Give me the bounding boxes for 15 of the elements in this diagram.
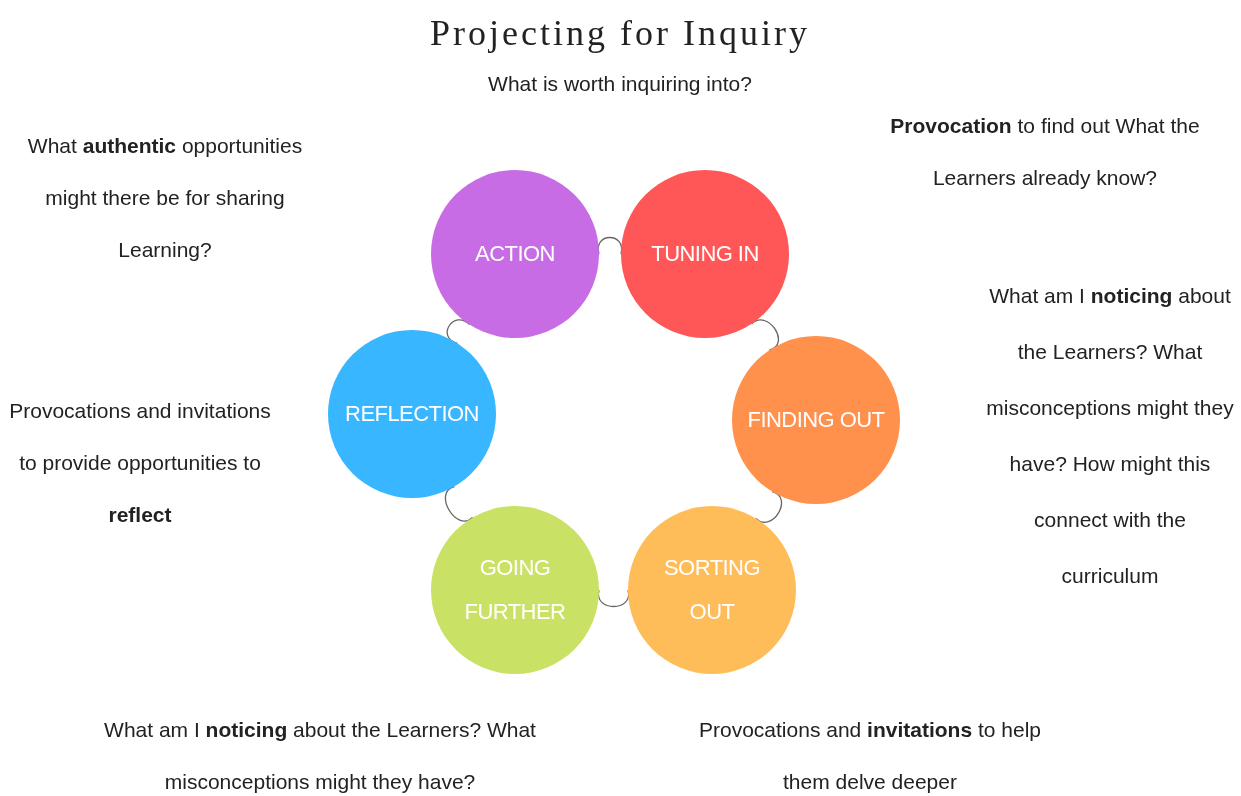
stage-label: ACTION	[475, 240, 555, 268]
stage-label: FINDING OUT	[747, 406, 885, 434]
title: Projecting for Inquiry	[429, 12, 811, 55]
prompt-text: Provocations and invitations to help them delve deeper	[698, 717, 1042, 795]
subtitle: What is worth inquiring into?	[487, 71, 753, 97]
stage-label: REFLECTION	[345, 400, 479, 428]
stage-label: SORTING OUT	[663, 554, 761, 626]
connector-line	[597, 589, 630, 608]
prompt-text: What am I noticing about the Learners? What misconceptions might they have?	[103, 717, 537, 795]
prompt-text: Provocation to find out What the Learners already know?	[889, 113, 1201, 191]
stage-label: TUNING IN	[651, 240, 759, 268]
stage-label: GOING FURTHER	[463, 554, 567, 626]
prompt-text: Provocations and invitations to provide opportunities to reflect	[8, 398, 272, 528]
prompt-text: What authentic opportunities might there be for sharing Learning?	[26, 133, 304, 263]
prompt-text: What am I noticing about the Learners? What misconceptions might they have? How might this connect with the curriculum	[985, 283, 1235, 589]
